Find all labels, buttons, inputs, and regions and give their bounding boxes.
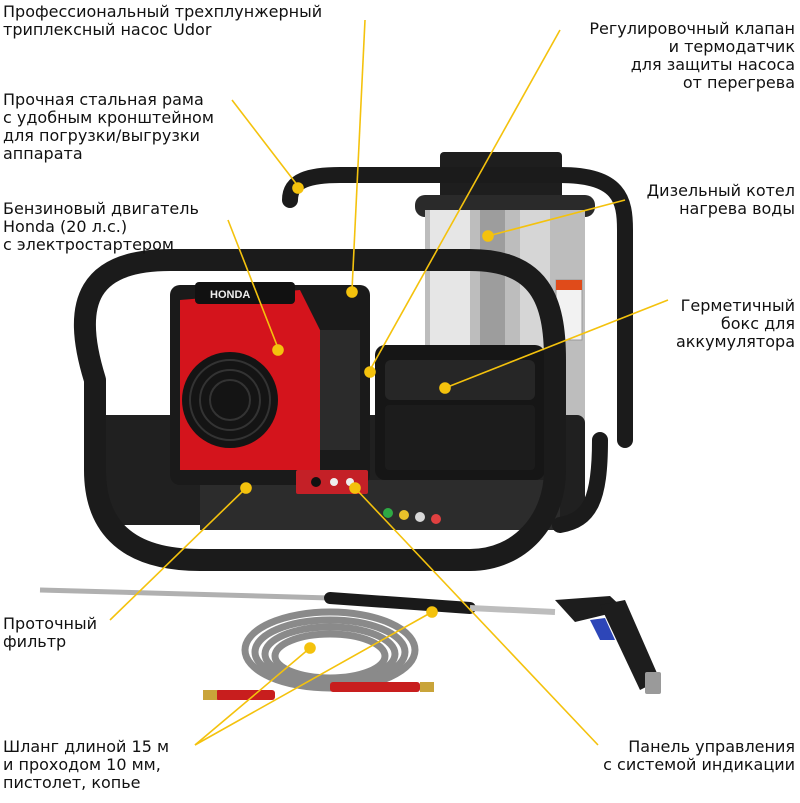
callout-panel: Панель управления с системой индикации xyxy=(603,737,795,774)
callout-battery: Герметичный бокс для аккумулятора xyxy=(675,296,795,351)
hose-fittings xyxy=(203,682,434,700)
callout-frame: Прочная стальная рама с удобным кронштей… xyxy=(3,90,214,163)
frame-front-loop xyxy=(73,249,566,571)
callout-filter: Проточный фильтр xyxy=(3,614,98,651)
callout-leaders xyxy=(109,19,669,746)
spray-gun xyxy=(555,596,661,694)
callout-engine: Бензиновый двигатель Honda (20 л.с.) с э… xyxy=(3,199,199,254)
callout-boiler: Дизельный котел нагрева воды xyxy=(646,181,795,218)
battery-box xyxy=(375,345,545,480)
spray-lance xyxy=(39,587,556,615)
callout-pump: Профессиональный трехплунжерный триплекс… xyxy=(3,2,323,39)
hose-coil xyxy=(241,608,419,692)
engine-brand-text: HONDA xyxy=(210,289,250,301)
callout-hose: Шланг длиной 15 м и проходом 10 мм, пист… xyxy=(3,737,170,792)
honda-engine: HONDA xyxy=(170,282,370,485)
callout-valve: Регулировочный клапан и термодатчик для … xyxy=(589,19,795,92)
